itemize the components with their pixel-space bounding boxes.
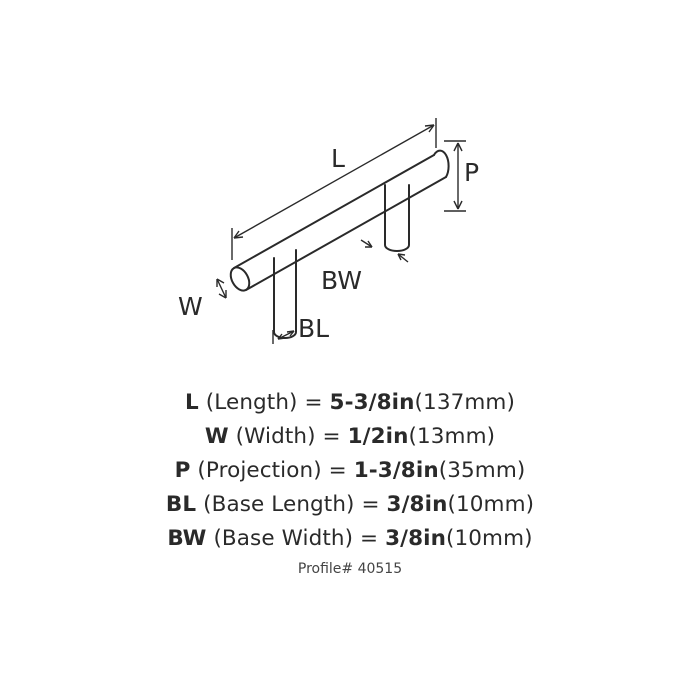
spec-name: (Projection) xyxy=(197,458,322,483)
spec-name: (Base Width) xyxy=(213,526,354,551)
spec-imperial: 5-3/8in xyxy=(329,390,415,415)
spec-metric: (137mm) xyxy=(414,390,515,415)
spec-name: (Base Length) xyxy=(203,492,355,517)
width-dimension xyxy=(216,278,227,299)
spec-base-width: BW (Base Width) = 3/8in(10mm) xyxy=(167,526,533,551)
spec-imperial: 3/8in xyxy=(385,526,447,551)
spec-code: BW xyxy=(167,526,207,551)
spec-name: (Width) xyxy=(235,424,316,449)
spec-code: P xyxy=(174,458,191,483)
base-length-dimension xyxy=(272,330,295,344)
bar-body xyxy=(229,149,450,292)
spec-imperial: 1-3/8in xyxy=(353,458,439,483)
spec-length: L (Length) = 5-3/8in(137mm) xyxy=(185,390,515,415)
label-base-width: BW xyxy=(321,266,362,295)
spec-metric: (35mm) xyxy=(438,458,526,483)
spec-metric: (10mm) xyxy=(447,492,535,517)
label-base-length: BL xyxy=(298,314,329,343)
spec-base-length: BL (Base Length) = 3/8in(10mm) xyxy=(165,492,535,517)
projection-dimension xyxy=(444,140,466,212)
spec-projection: P (Projection) = 1-3/8in(35mm) xyxy=(174,458,526,483)
spec-imperial: 3/8in xyxy=(386,492,448,517)
profile-number: Profile# 40515 xyxy=(297,561,403,577)
rear-post xyxy=(384,184,410,252)
spec-width: W (Width) = 1/2in(13mm) xyxy=(204,424,496,449)
label-projection: P xyxy=(464,158,479,187)
spec-metric: (10mm) xyxy=(446,526,533,551)
spec-imperial: 1/2in xyxy=(347,424,409,449)
spec-code: L xyxy=(185,390,199,415)
spec-metric: (13mm) xyxy=(408,424,496,449)
base-width-dimension xyxy=(360,239,409,263)
spec-list: L (Length) = 5-3/8in(137mm) W (Width) = … xyxy=(0,386,700,556)
label-width: W xyxy=(178,292,203,321)
spec-code: W xyxy=(204,424,229,449)
handle-diagram: L P W BW BL xyxy=(178,118,479,344)
label-length: L xyxy=(331,144,345,173)
spec-name: (Length) xyxy=(205,390,298,415)
spec-code: BL xyxy=(165,492,197,517)
length-dimension xyxy=(231,118,437,260)
front-post xyxy=(273,249,297,339)
